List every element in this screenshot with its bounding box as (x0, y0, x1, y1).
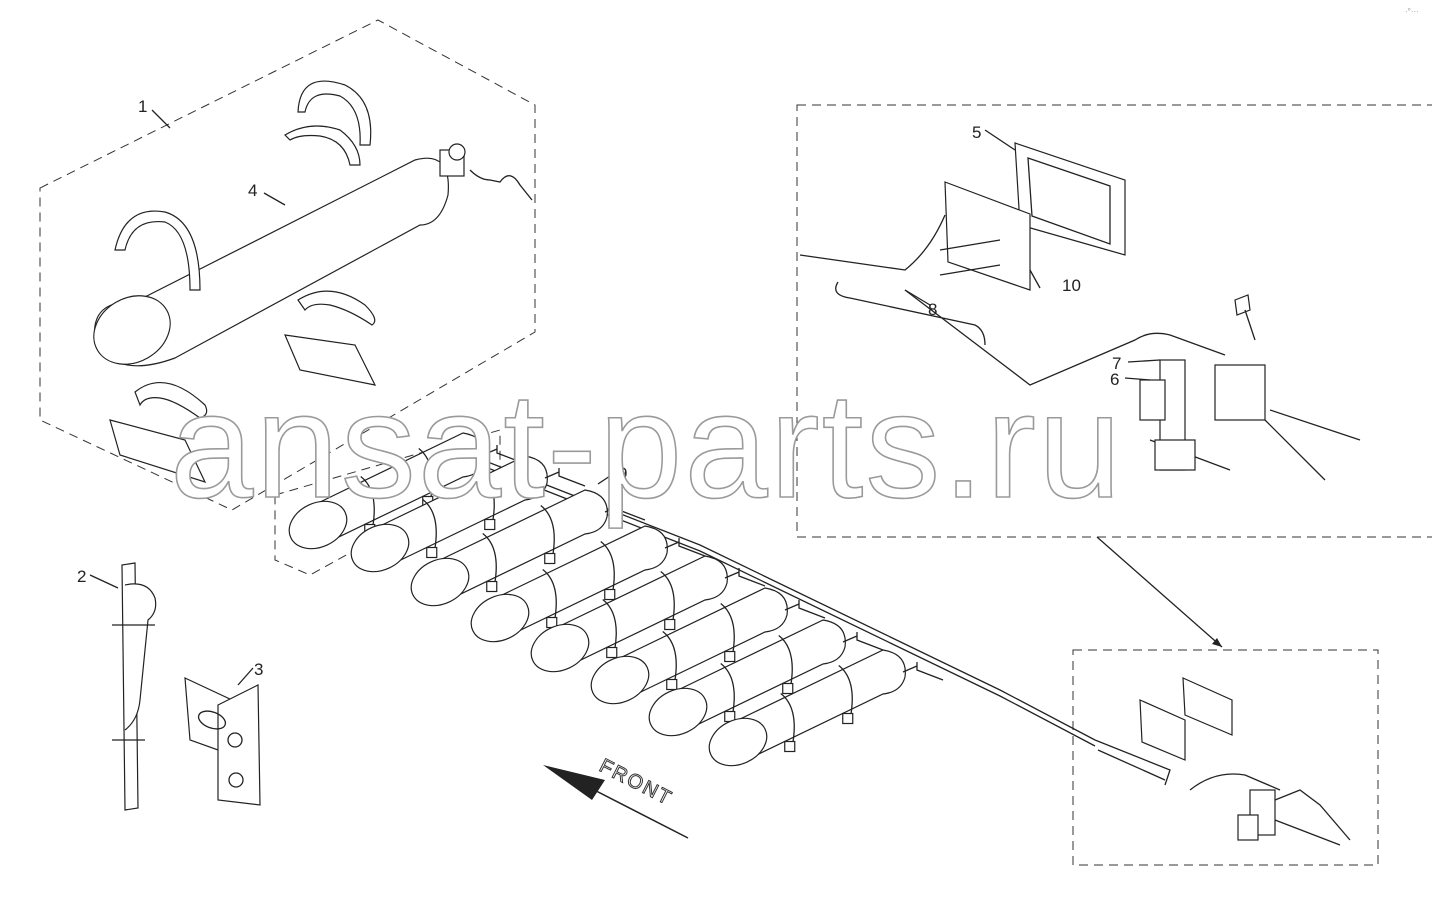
front-direction-arrow: FRONT (543, 754, 689, 839)
callout-3: 3 (254, 660, 263, 679)
callout-10: 10 (1062, 276, 1081, 295)
detail-1-group (39, 19, 536, 511)
callout-leaders (89, 109, 1161, 686)
cylinder-valve (439, 143, 533, 201)
callout-5: 5 (972, 123, 981, 142)
callout-1: 1 (138, 97, 147, 116)
cylinder-bank (288, 432, 944, 767)
corner-mark: ·°··· (1405, 7, 1419, 16)
overview-group (1072, 649, 1379, 866)
small-cylinder (590, 587, 826, 705)
tubing-upper (799, 214, 1001, 346)
mid-saddle (297, 290, 376, 326)
small-cylinder (708, 649, 944, 767)
callout-6: 6 (1110, 370, 1119, 389)
upper-strap (297, 80, 372, 146)
part-2-strap (112, 562, 157, 811)
small-cylinder (648, 619, 884, 737)
gasket-5 (1014, 142, 1126, 256)
mid-bracket (284, 334, 377, 386)
callout-9: 9 (618, 464, 627, 483)
regulator-assembly (1139, 294, 1361, 481)
part-3-bracket (184, 677, 261, 806)
small-cylinder (530, 555, 766, 673)
detail-panel-boundary (796, 104, 1432, 538)
left-strap (114, 210, 201, 291)
overview-plate (1139, 699, 1186, 761)
overview-boundary (1072, 649, 1379, 866)
overview-gasket (1182, 677, 1233, 736)
lower-bracket (109, 419, 207, 483)
detail-leader-line (1096, 536, 1223, 648)
callout-2: 2 (77, 567, 86, 586)
large-cylinder (93, 157, 449, 367)
small-cylinder (350, 455, 586, 573)
tubing-long (904, 289, 1226, 386)
front-label: FRONT (596, 755, 676, 810)
upper-saddle (284, 125, 361, 166)
callout-4: 4 (248, 181, 257, 200)
plate-10 (944, 181, 1031, 291)
small-cylinder (470, 525, 706, 643)
lower-saddle (134, 381, 208, 419)
detail-leader-arrowhead (1212, 638, 1222, 647)
detail-1-boundary (39, 19, 536, 511)
small-cylinder (410, 489, 646, 607)
callout-7: 7 (1112, 354, 1121, 373)
watermark-text: ansat-parts.ru (170, 361, 1123, 529)
small-cylinder (288, 432, 524, 550)
detail-panel-group (796, 104, 1432, 538)
callout-8: 8 (928, 300, 937, 319)
